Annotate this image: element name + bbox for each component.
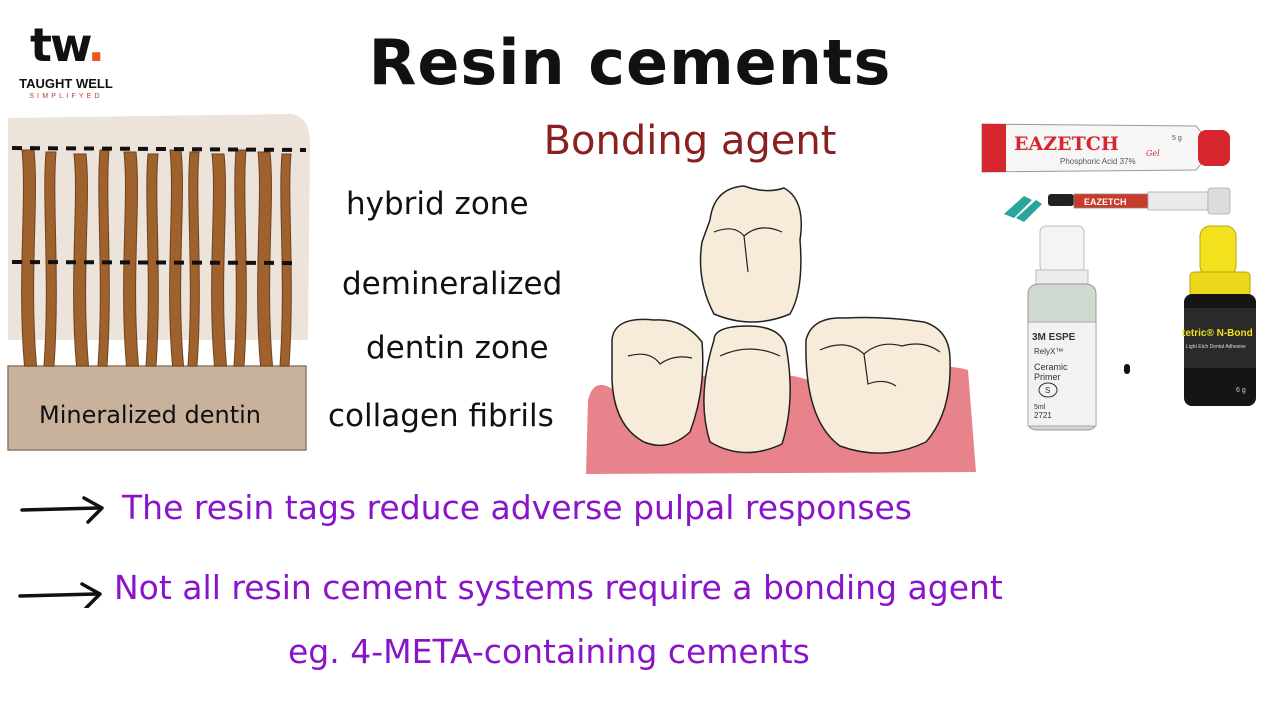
mineralized-dentin-label: Mineralized dentin bbox=[39, 401, 261, 429]
collagen-tubule bbox=[97, 149, 110, 367]
n-bond-bottle: tetric® N-Bond Light Etch Dental Adhesiv… bbox=[1182, 225, 1256, 406]
svg-text:Primer: Primer bbox=[1034, 372, 1061, 382]
arrow-icon bbox=[20, 496, 104, 524]
subtitle: Bonding agent bbox=[543, 118, 837, 164]
logo-mark: tw. bbox=[30, 18, 105, 72]
bond-cap bbox=[1199, 225, 1237, 277]
svg-text:6 g: 6 g bbox=[1236, 387, 1246, 394]
page-title: Resin cements bbox=[368, 26, 892, 99]
svg-text:3M ESPE: 3M ESPE bbox=[1032, 332, 1076, 343]
ceramic-primer-bottle: 3M ESPE RelyX™ Ceramic Primer S 5ml 2721 bbox=[1027, 225, 1097, 431]
collagen-tubule bbox=[279, 153, 292, 367]
svg-text:Phosphoric Acid 37%: Phosphoric Acid 37% bbox=[1060, 157, 1136, 166]
syringe-tip-2 bbox=[1016, 200, 1042, 222]
etch-brand-text: EAZETCH bbox=[1014, 133, 1119, 155]
svg-text:S: S bbox=[1045, 386, 1050, 395]
collagen-tubule bbox=[21, 149, 38, 367]
collagen-tubule bbox=[187, 151, 200, 367]
svg-text:Ceramic: Ceramic bbox=[1034, 362, 1068, 372]
dentin-zone-label: dentin zone bbox=[366, 330, 549, 366]
bullet-1-text: The resin tags reduce adverse pulpal res… bbox=[122, 488, 913, 527]
example-text: eg. 4-META-containing cements bbox=[288, 632, 810, 671]
middle-tooth bbox=[703, 325, 791, 454]
svg-text:tetric® N-Bond: tetric® N-Bond bbox=[1182, 328, 1253, 339]
collagen-tubule bbox=[43, 151, 57, 367]
logo-tagline: SIMPLIFYED bbox=[29, 93, 103, 100]
svg-text:RelyX™: RelyX™ bbox=[1034, 347, 1063, 356]
hybrid-zone-line bbox=[11, 146, 307, 152]
bullet-2-text: Not all resin cement systems require a b… bbox=[114, 568, 1003, 607]
svg-text:2721: 2721 bbox=[1034, 411, 1052, 420]
etch-syringe: EAZETCH bbox=[1004, 187, 1231, 222]
collagen-tubule bbox=[233, 149, 247, 367]
right-molar bbox=[805, 316, 951, 454]
collagen-tubule bbox=[169, 149, 185, 367]
tube-cap bbox=[1198, 130, 1230, 166]
syringe-tip-1 bbox=[1004, 196, 1032, 218]
collagen-tubule bbox=[257, 151, 274, 367]
svg-text:EAZETCH: EAZETCH bbox=[1084, 197, 1127, 207]
svg-text:Light Etch Dental Adhesive: Light Etch Dental Adhesive bbox=[1186, 344, 1246, 350]
upper-tooth bbox=[699, 185, 802, 323]
collagen-tubule bbox=[123, 151, 140, 367]
collagen-tubule bbox=[73, 153, 90, 367]
teeth-illustration bbox=[586, 185, 976, 474]
separator-dot bbox=[1124, 364, 1130, 374]
dentin-tubules bbox=[21, 149, 292, 367]
collagen-tubule bbox=[211, 153, 228, 367]
logo-name: TAUGHT WELL bbox=[19, 76, 113, 91]
mineralized-dentin-block bbox=[7, 365, 307, 451]
bottle-cap bbox=[1039, 225, 1085, 273]
bottle-label bbox=[1027, 321, 1097, 427]
svg-text:5 g: 5 g bbox=[1172, 135, 1182, 142]
left-tooth bbox=[611, 318, 704, 447]
svg-text:5ml: 5ml bbox=[1034, 404, 1046, 411]
collagen-fibrils-label: collagen fibrils bbox=[328, 398, 554, 434]
arrow-icon bbox=[18, 582, 102, 608]
svg-text:Gel: Gel bbox=[1146, 149, 1160, 158]
demineralized-label: demineralized bbox=[342, 266, 563, 302]
hybrid-zone-label: hybrid zone bbox=[346, 186, 529, 222]
dentin-diagram: Mineralized dentin bbox=[7, 114, 311, 451]
etch-gel-tube: EAZETCH Gel Phosphoric Acid 37% 5 g bbox=[981, 123, 1230, 173]
collagen-tubule bbox=[145, 153, 159, 367]
